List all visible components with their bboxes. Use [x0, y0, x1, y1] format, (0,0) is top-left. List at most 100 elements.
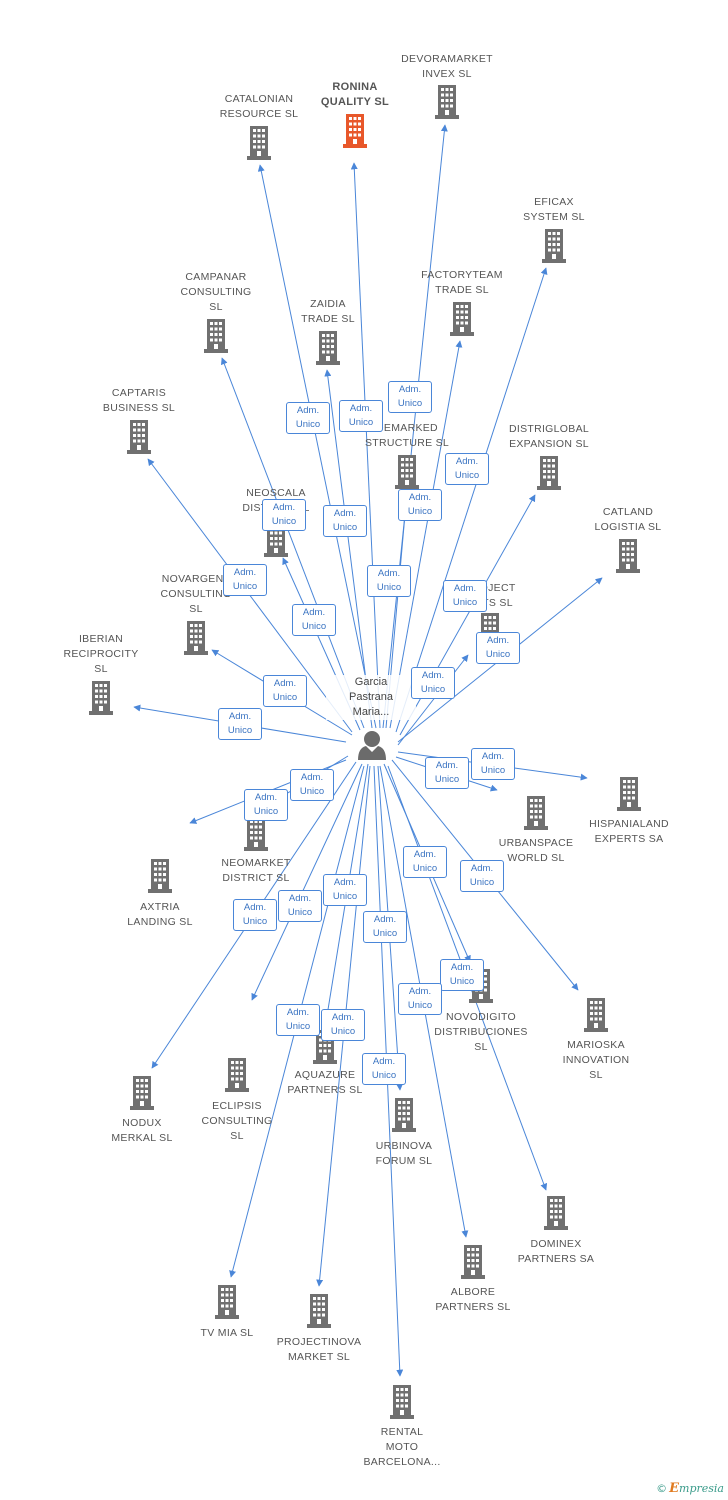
building-icon[interactable]: [392, 1098, 416, 1132]
relation-badge[interactable]: Adm.Unico: [263, 675, 307, 707]
relation-badge[interactable]: Adm.Unico: [476, 632, 520, 664]
relation-badge[interactable]: Adm.Unico: [321, 1009, 365, 1041]
building-icon[interactable]: [584, 998, 608, 1032]
company-name-line: CONSULTING: [180, 286, 252, 298]
building-icon[interactable]: [450, 302, 474, 336]
building-icon[interactable]: [148, 859, 172, 893]
building-icon[interactable]: [215, 1285, 239, 1319]
relation-badge[interactable]: Adm.Unico: [223, 564, 267, 596]
relation-badge[interactable]: Adm.Unico: [244, 789, 288, 821]
relation-badge[interactable]: Adm.Unico: [403, 846, 447, 878]
building-icon[interactable]: [130, 1076, 154, 1110]
building-icon[interactable]: [537, 456, 561, 490]
relation-badge[interactable]: Adm.Unico: [440, 959, 484, 991]
building-icon[interactable]: [247, 126, 271, 160]
relation-badge[interactable]: Adm.Unico: [425, 757, 469, 789]
building-icon[interactable]: [617, 777, 641, 811]
relation-badge[interactable]: Adm.Unico: [398, 983, 442, 1015]
building-icon[interactable]: [127, 420, 151, 454]
relation-badge[interactable]: Adm.Unico: [290, 769, 334, 801]
company-name-line: SL: [94, 663, 108, 675]
relation-badge[interactable]: Adm.Unico: [323, 505, 367, 537]
relation-badge[interactable]: Adm.Unico: [218, 708, 262, 740]
relation-badge[interactable]: Adm.Unico: [292, 604, 336, 636]
relation-badge[interactable]: Adm.Unico: [443, 580, 487, 612]
brand-footer: ©Empresia: [656, 1481, 724, 1496]
person-name[interactable]: Garcia Pastrana Maria...: [326, 675, 416, 720]
relation-badge[interactable]: Adm.Unico: [362, 1053, 406, 1085]
company-name-line: SL: [209, 301, 223, 313]
company-name-line: DISTRIGLOBAL: [508, 423, 590, 435]
relation-badge-role: Adm.: [421, 670, 445, 681]
relation-badge[interactable]: Adm.Unico: [233, 899, 277, 931]
building-icon[interactable]: [395, 455, 419, 489]
building-icon[interactable]: [435, 85, 459, 119]
relation-badge[interactable]: Adm.Unico: [262, 499, 306, 531]
company-name-line: PROJECT: [464, 582, 516, 594]
relation-badge-type: Unico: [232, 581, 258, 592]
building-icon[interactable]: [616, 539, 640, 573]
company-name-line: IBERIAN: [78, 633, 124, 645]
relation-badge[interactable]: Adm.Unico: [398, 489, 442, 521]
building-icon[interactable]: [390, 1385, 414, 1419]
building-icon[interactable]: [343, 114, 367, 148]
relation-badge[interactable]: Adm.Unico: [445, 453, 489, 485]
relation-badge[interactable]: Adm.Unico: [339, 400, 383, 432]
relation-badge[interactable]: Adm.Unico: [276, 1004, 320, 1036]
building-icon[interactable]: [225, 1058, 249, 1092]
relation-badge[interactable]: Adm.Unico: [363, 911, 407, 943]
relation-badge-type: Unico: [332, 891, 358, 902]
building-icon[interactable]: [461, 1245, 485, 1279]
relation-badge[interactable]: Adm.Unico: [388, 381, 432, 413]
relation-badge-type: Unico: [332, 522, 358, 533]
person-node[interactable]: [358, 731, 386, 760]
relation-badge[interactable]: Adm.Unico: [323, 874, 367, 906]
relation-badge[interactable]: Adm.Unico: [411, 667, 455, 699]
building-icon[interactable]: [542, 229, 566, 263]
building-icon[interactable]: [204, 319, 228, 353]
company-label-tvmia[interactable]: TV MIA SL: [157, 1326, 297, 1341]
building-icon[interactable]: [89, 681, 113, 715]
relation-badge[interactable]: Adm.Unico: [278, 890, 322, 922]
relation-badge[interactable]: Adm.Unico: [367, 565, 411, 597]
building-icon[interactable]: [244, 817, 268, 851]
relation-badge-type: Unico: [480, 765, 506, 776]
building-icon[interactable]: [307, 1294, 331, 1328]
building-icon[interactable]: [184, 621, 208, 655]
building-icon[interactable]: [316, 331, 340, 365]
building-icon[interactable]: [524, 796, 548, 830]
relation-badge[interactable]: Adm.Unico: [460, 860, 504, 892]
relation-badge[interactable]: Adm.Unico: [286, 402, 330, 434]
building-icon[interactable]: [544, 1196, 568, 1230]
relation-badge[interactable]: Adm.Unico: [471, 748, 515, 780]
